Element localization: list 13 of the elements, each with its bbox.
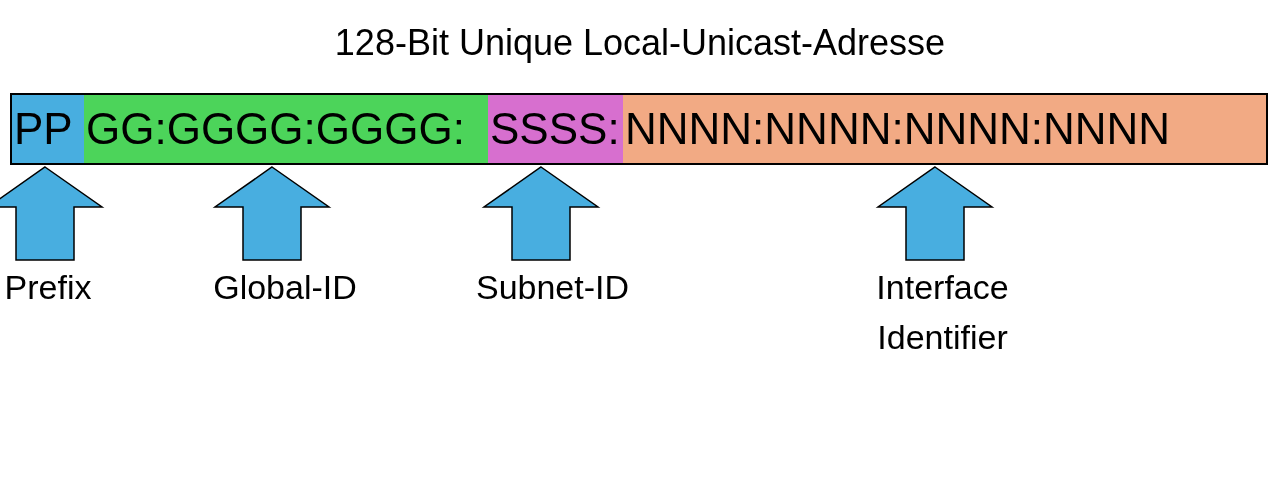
block-arrow (212, 166, 332, 261)
block-arrow (0, 166, 105, 261)
block-arrow (875, 166, 995, 261)
diagram-title: 128-Bit Unique Local-Unicast-Adresse (333, 22, 947, 64)
field-label: Subnet-ID (455, 262, 650, 312)
field-label: Global-ID (190, 262, 380, 312)
address-segment: PP (10, 93, 86, 165)
address-segment: NNNN:NNNN:NNNN:NNNN (623, 93, 1268, 165)
address-segment: GG:GGGG:GGGG: (84, 93, 490, 165)
field-label: Interface Identifier (840, 262, 1045, 362)
address-segment: SSSS: (488, 93, 625, 165)
block-arrow (481, 166, 601, 261)
field-label: Prefix (0, 262, 108, 312)
